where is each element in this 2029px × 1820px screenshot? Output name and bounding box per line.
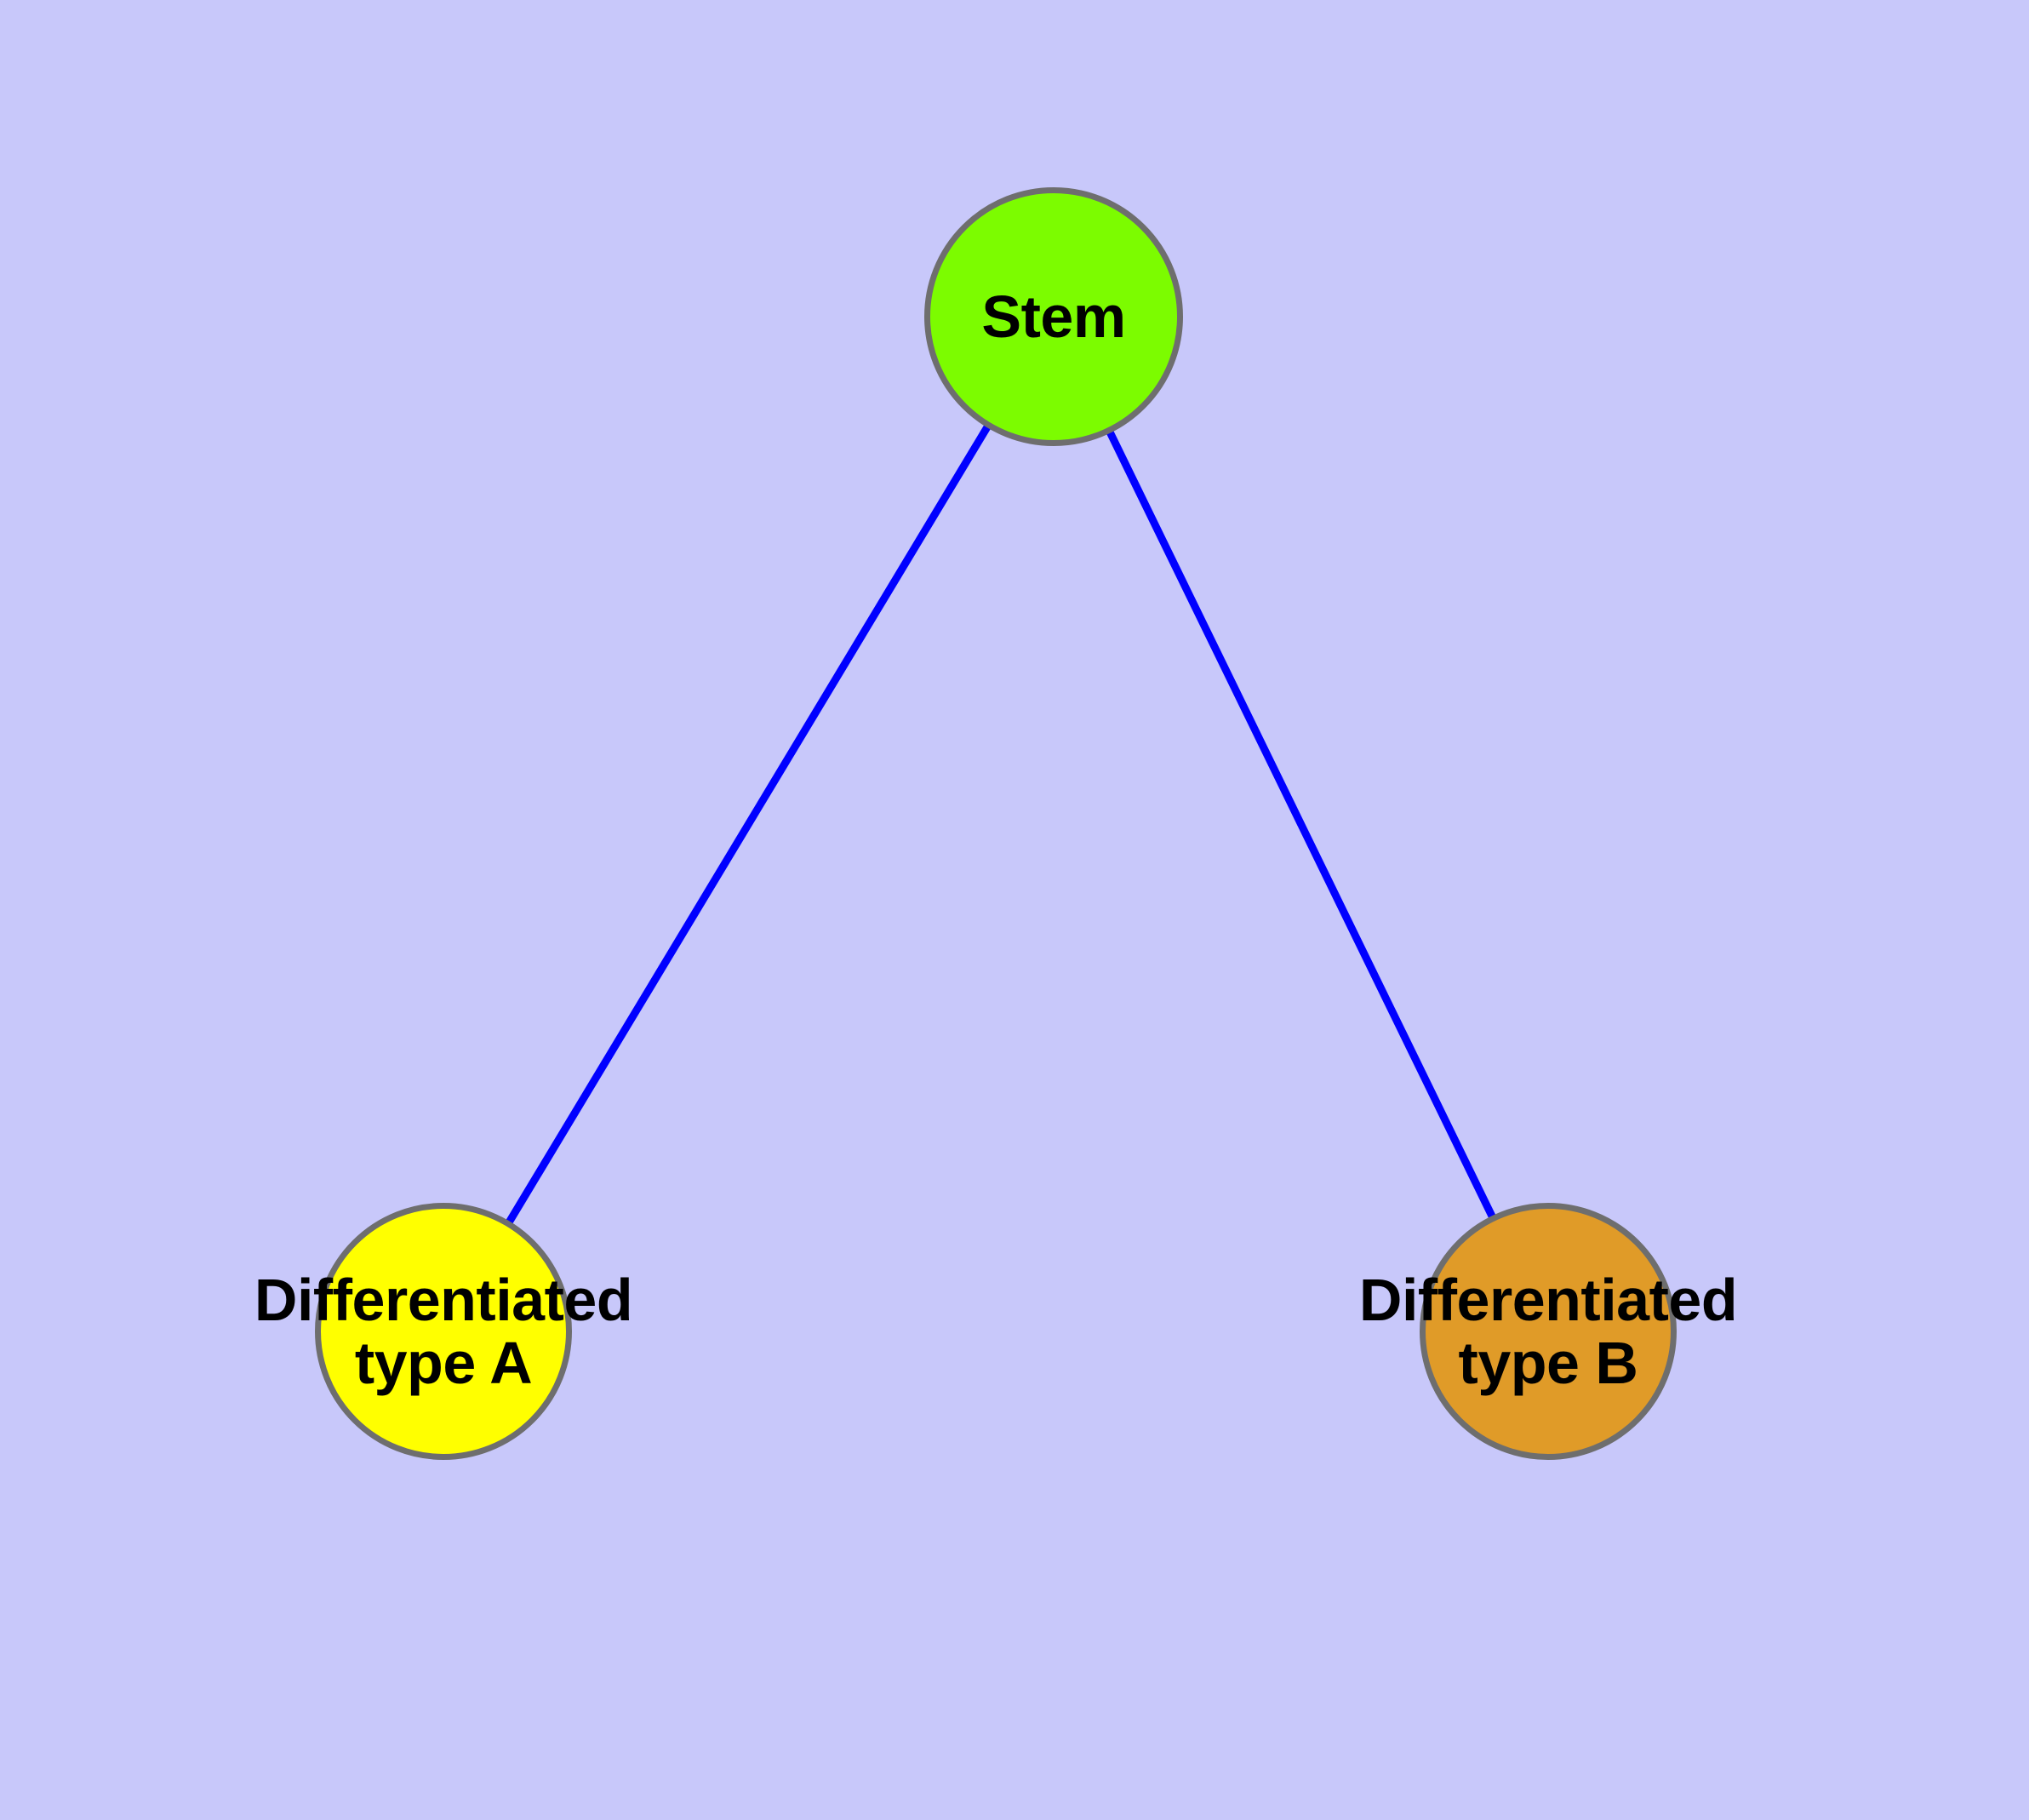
graph-node-diff-a[interactable] — [315, 1203, 572, 1460]
graph-node-stem[interactable] — [924, 187, 1183, 446]
graph-node-diff-b[interactable] — [1420, 1203, 1677, 1460]
graph-edge[interactable] — [1049, 315, 1552, 1333]
graph-edge[interactable] — [440, 314, 1057, 1334]
